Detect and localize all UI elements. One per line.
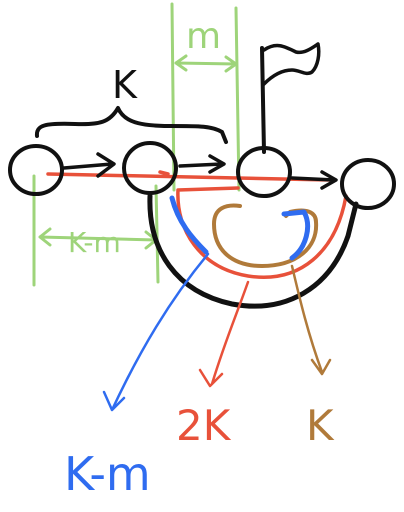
label-2k: 2K <box>176 401 232 450</box>
brown-loop <box>212 203 319 268</box>
label-k-minus-m-left: K-m <box>68 226 121 259</box>
edge-3-4 <box>290 170 338 190</box>
node-3 <box>236 146 292 198</box>
k-minus-m-span-arrow <box>38 227 158 250</box>
k-brace <box>34 106 228 144</box>
cycle-bottom-arc <box>147 193 359 309</box>
arrow-to-k-minus-m <box>102 252 210 412</box>
label-k: K <box>306 401 335 450</box>
edge-1-2 <box>62 152 116 178</box>
edge-2-3 <box>178 154 226 174</box>
green-guide-m-right <box>234 6 241 192</box>
node-1 <box>8 144 64 196</box>
node-2 <box>122 141 178 195</box>
label-k-top: K <box>112 63 138 107</box>
arrow-to-k <box>290 264 332 376</box>
green-guide-left-2 <box>154 184 160 284</box>
flag-pole <box>260 46 266 154</box>
flag-banner <box>262 42 321 86</box>
arrow-to-2k <box>198 280 250 388</box>
red-path <box>46 170 348 279</box>
node-4 <box>340 158 396 210</box>
label-k-minus-m: K-m <box>64 447 151 501</box>
m-span-arrow <box>174 54 238 73</box>
blue-loop <box>169 195 310 261</box>
label-m-top: m <box>186 16 221 57</box>
